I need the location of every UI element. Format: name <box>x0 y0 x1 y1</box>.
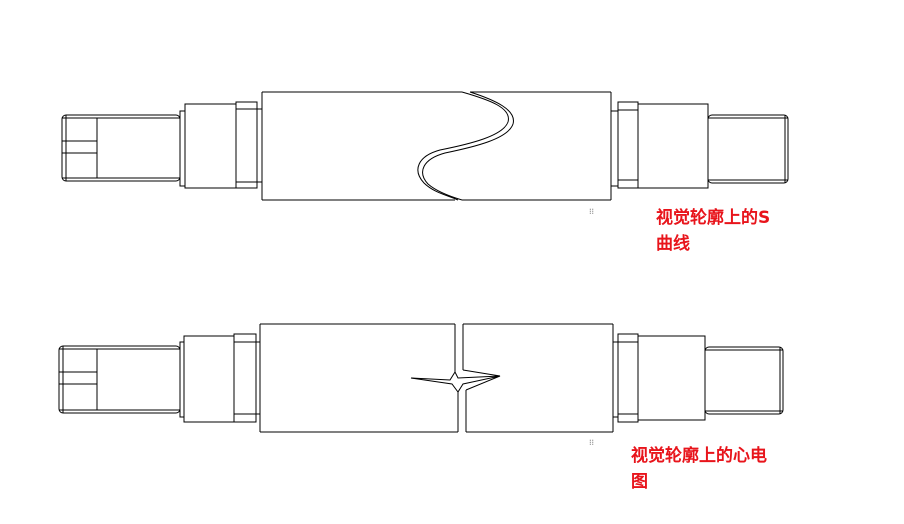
shaft-2-right-shoulder <box>612 333 706 423</box>
shaft-1-right-shoulder <box>610 101 709 189</box>
s-curve-caption-line1: 视觉轮廓上的S <box>656 208 771 228</box>
shaft-1-left-shoulder <box>179 101 262 189</box>
shaft-2 <box>58 323 784 433</box>
shaft-2-left-end <box>58 345 181 414</box>
shaft-1-main-body <box>261 91 612 201</box>
shaft-1-small-mark: ⁝⁝ <box>589 207 595 216</box>
shaft-1 <box>61 91 789 201</box>
shaft-2-small-mark: ⁝⁝ <box>589 438 595 447</box>
shaft-2-left-shoulder <box>179 333 260 423</box>
shaft-2-main-body <box>259 323 614 433</box>
shaft-1-right-end <box>707 114 789 184</box>
ecg-caption-line1: 视觉轮廓上的心电 <box>631 446 767 466</box>
shaft-1-left-end <box>61 114 181 182</box>
ecg-caption: 视觉轮廓上的心电图 <box>631 443 767 495</box>
s-curve-caption-line2: 曲线 <box>656 234 690 254</box>
s-curve-caption: 视觉轮廓上的S 曲线 <box>656 205 770 257</box>
ecg-caption-line2: 图 <box>631 472 648 492</box>
shaft-2-right-end <box>704 346 784 415</box>
